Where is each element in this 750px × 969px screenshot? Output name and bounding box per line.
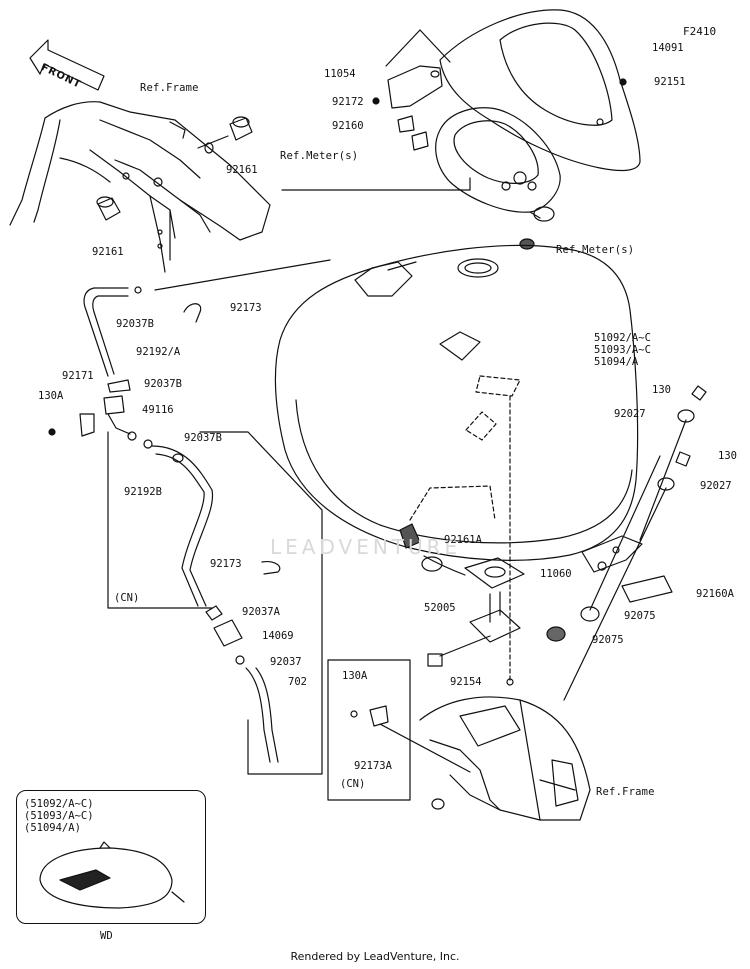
rubber-knob-bottom	[96, 196, 121, 221]
part-label-92151[interactable]: 92151	[654, 76, 686, 88]
grommet-92075-a	[580, 606, 600, 622]
part-label-92173-2[interactable]: 92173	[210, 558, 242, 570]
part-label-92173-1[interactable]: 92173	[230, 302, 262, 314]
part-label-92171[interactable]: 92171	[62, 370, 94, 382]
fuel-tank-drawing	[274, 244, 639, 561]
part-label-92027-2[interactable]: 92027	[700, 480, 732, 492]
frame-bottom-drawing	[419, 696, 591, 821]
part-label-702[interactable]: 702	[288, 676, 307, 688]
part-label-14091[interactable]: 14091	[652, 42, 684, 54]
variant-inset-box	[16, 790, 206, 924]
bracket-92173A	[350, 705, 471, 773]
washer-92027-mid	[657, 477, 675, 491]
part-label-92027-1[interactable]: 92027	[614, 408, 646, 420]
part-label-92161-top[interactable]: 92161	[226, 164, 258, 176]
hose-92192A	[83, 286, 142, 377]
ref-meter-2[interactable]: Ref.Meter(s)	[556, 244, 635, 256]
leader-right-2	[563, 487, 667, 701]
fuel-pump-drawing	[421, 555, 525, 667]
part-label-92037B-3[interactable]: 92037B	[184, 432, 222, 444]
hose-92192B	[143, 439, 214, 607]
washer-92027-top	[677, 409, 695, 423]
ref-frame-bottom[interactable]: Ref.Frame	[596, 786, 655, 798]
frame-top-drawing	[9, 101, 271, 273]
bracket-group-frame	[327, 659, 411, 801]
grommets-92160	[397, 115, 429, 151]
clamp-92037B	[107, 379, 131, 393]
tank-part-numbers[interactable]: 51092/A~C 51093/A~C 51094/A	[594, 332, 651, 368]
part-label-11054[interactable]: 11054	[324, 68, 356, 80]
part-label-92161A[interactable]: 92161A	[444, 534, 482, 546]
part-label-92173A[interactable]: 92173A	[354, 760, 392, 772]
part-label-52005[interactable]: 52005	[424, 602, 456, 614]
bolt-130-mid	[675, 451, 691, 467]
bolt-92154	[506, 678, 514, 686]
part-label-130A-1[interactable]: 130A	[38, 390, 64, 402]
leader-meter-to-tank	[281, 177, 471, 191]
part-label-92160A[interactable]: 92160A	[696, 588, 734, 600]
front-arrow-icon	[29, 39, 105, 91]
valve-49116	[103, 395, 137, 441]
watermark: LEADVENTURE	[270, 535, 462, 559]
part-label-92172[interactable]: 92172	[332, 96, 364, 108]
bracket-92171	[79, 413, 95, 437]
dashed-guides	[409, 375, 521, 681]
part-label-130-2[interactable]: 130	[718, 450, 737, 462]
leader-right-3	[589, 455, 661, 611]
part-label-92154[interactable]: 92154	[450, 676, 482, 688]
leader-hose-to-tank	[154, 259, 331, 291]
cn-label-bracket-group: (CN)	[340, 778, 366, 790]
footer-credit: Rendered by LeadVenture, Inc.	[290, 950, 460, 963]
inset-line-3: (51094/A)	[24, 822, 81, 834]
leader-right-1	[639, 419, 687, 541]
part-label-92075-1[interactable]: 92075	[624, 610, 656, 622]
grommet-92075-b	[546, 626, 566, 642]
part-label-14069[interactable]: 14069	[262, 630, 294, 642]
bracket-11054-drawing	[385, 29, 451, 109]
bolt-130-top	[691, 385, 707, 401]
part-label-92192B[interactable]: 92192B	[124, 486, 162, 498]
rear-bracket-drawing	[581, 535, 673, 603]
inset-line-1: (51092/A~C)	[24, 798, 94, 810]
part-label-92075-2[interactable]: 92075	[592, 634, 624, 646]
part-label-92192A[interactable]: 92192/A	[136, 346, 181, 358]
bolt-92172	[372, 97, 380, 105]
cn-label-hose-group: (CN)	[114, 592, 140, 604]
part-label-92037A[interactable]: 92037A	[242, 606, 280, 618]
clip-92173	[261, 561, 281, 575]
inset-line-2: (51093/A~C)	[24, 810, 94, 822]
clip-92173-top	[183, 303, 202, 323]
meter-housing-drawing	[435, 107, 561, 250]
ref-meter-1[interactable]: Ref.Meter(s)	[280, 150, 359, 162]
part-label-92037B-2[interactable]: 92037B	[144, 378, 182, 390]
rubber-knob-top	[197, 116, 253, 154]
inset-part-list: (51092/A~C) (51093/A~C) (51094/A)	[24, 798, 94, 834]
part-label-11060[interactable]: 11060	[540, 568, 572, 580]
grommet-92151	[619, 78, 627, 86]
bolt-130A	[48, 428, 56, 436]
meter-cover-drawing	[439, 9, 641, 172]
tank-part-1[interactable]: 51092/A~C	[594, 332, 651, 344]
part-label-92037B-1[interactable]: 92037B	[116, 318, 154, 330]
part-label-92037[interactable]: 92037	[270, 656, 302, 668]
filter-14069	[205, 605, 279, 763]
inset-tank-drawing	[39, 841, 185, 909]
hose-group-frame	[107, 431, 323, 775]
part-label-49116[interactable]: 49116	[142, 404, 174, 416]
part-label-130A-2[interactable]: 130A	[342, 670, 368, 682]
part-label-130-1[interactable]: 130	[652, 384, 671, 396]
part-label-92160[interactable]: 92160	[332, 120, 364, 132]
ref-frame-top[interactable]: Ref.Frame	[140, 82, 199, 94]
tank-part-3[interactable]: 51094/A	[594, 356, 639, 368]
figure-id: F2410	[683, 25, 717, 38]
inset-caption: WD	[100, 930, 113, 942]
damper-92161A	[399, 523, 421, 549]
part-label-92161-bottom[interactable]: 92161	[92, 246, 124, 258]
tank-part-2[interactable]: 51093/A~C	[594, 344, 651, 356]
